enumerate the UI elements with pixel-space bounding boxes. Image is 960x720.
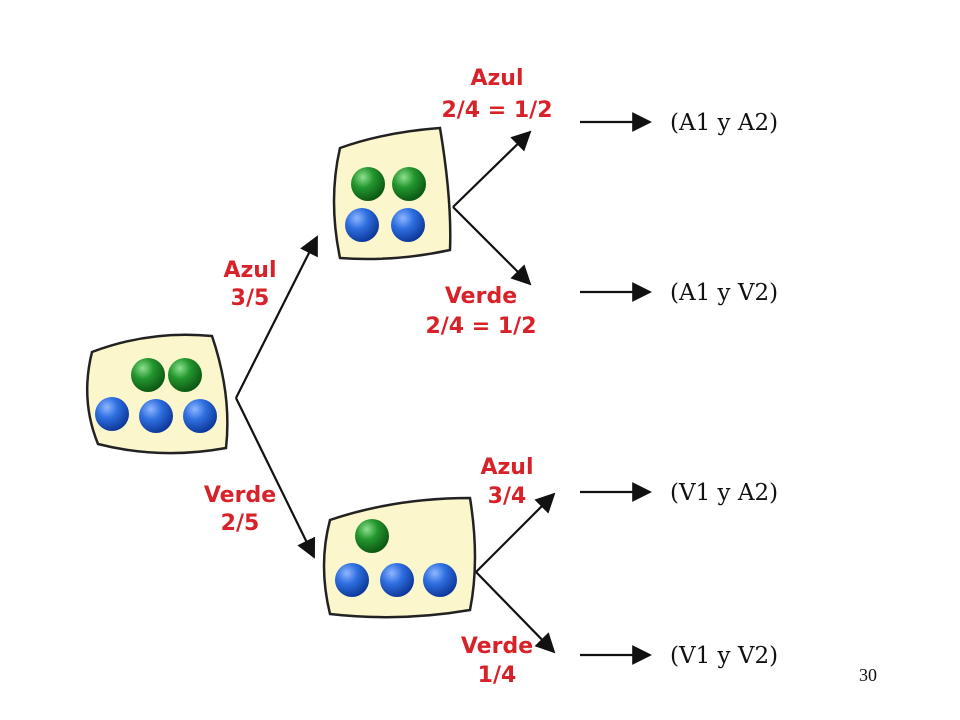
label-azul-verde: Verde <box>445 284 517 309</box>
outcome-v1-v2: (V1 y V2) <box>670 643 778 669</box>
branch-arrow-verde-azul <box>475 492 556 573</box>
branch-arrow-azul <box>235 235 318 399</box>
prob-azul-verde: 2/4 = 1/2 <box>425 314 536 339</box>
blue-ball <box>95 397 129 431</box>
label-verde: Verde <box>204 483 276 508</box>
prob-verde-azul: 3/4 <box>488 484 527 509</box>
prob-verde: 2/5 <box>221 511 260 536</box>
bag-after-azul <box>332 126 452 261</box>
label-azul-azul: Azul <box>470 66 523 91</box>
blue-ball <box>139 399 173 433</box>
branch-arrow-azul-azul <box>452 130 532 208</box>
prob-azul-azul: 2/4 = 1/2 <box>441 98 552 123</box>
branch-arrow-verde <box>235 397 316 559</box>
green-ball <box>355 519 389 553</box>
green-ball <box>351 167 385 201</box>
branch-arrow-verde-verde <box>475 571 556 654</box>
blue-ball <box>391 208 425 242</box>
blue-ball <box>423 563 457 597</box>
root-bag <box>85 333 229 455</box>
blue-ball <box>380 563 414 597</box>
green-ball <box>168 358 202 392</box>
outcome-a1-a2: (A1 y A2) <box>670 110 778 136</box>
prob-verde-verde: 1/4 <box>478 663 517 688</box>
prob-azul: 3/5 <box>231 286 270 311</box>
outcome-a1-v2: (A1 y V2) <box>670 280 778 306</box>
page-number: 30 <box>859 665 877 685</box>
blue-ball <box>335 563 369 597</box>
blue-ball <box>183 399 217 433</box>
label-verde-azul: Azul <box>480 455 533 480</box>
bag-after-verde <box>322 496 477 619</box>
outcome-v1-a2: (V1 y A2) <box>670 480 778 506</box>
green-ball <box>131 358 165 392</box>
green-ball <box>392 167 426 201</box>
branch-arrow-azul-verde <box>452 206 532 286</box>
label-azul: Azul <box>223 258 276 283</box>
label-verde-verde: Verde <box>461 634 533 659</box>
blue-ball <box>345 208 379 242</box>
